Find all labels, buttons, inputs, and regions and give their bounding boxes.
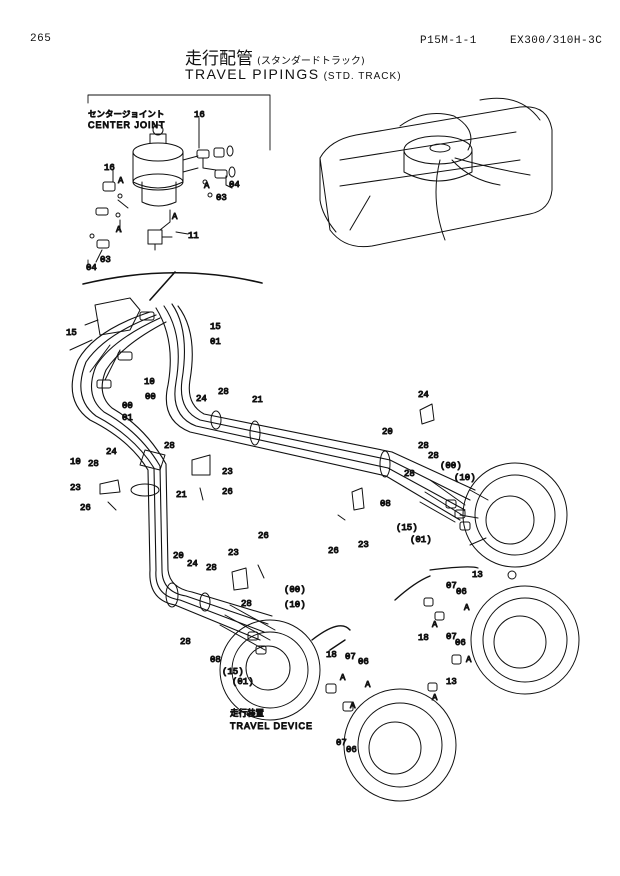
callout-paren-01: (01) — [232, 677, 254, 687]
callout-03: 03 — [100, 255, 111, 265]
callout-21: 21 — [252, 395, 263, 405]
callout-28: 28 — [218, 387, 229, 397]
callout-08: 08 — [380, 499, 391, 509]
callout-a: A — [350, 701, 356, 711]
callout-26: 26 — [328, 546, 339, 556]
callout-a: A — [466, 655, 472, 665]
callout-15: 15 — [66, 328, 77, 338]
callout-24: 24 — [418, 390, 429, 400]
callout-a: A — [464, 603, 470, 613]
callout-paren-10: (10) — [284, 600, 306, 610]
mount-brackets — [99, 403, 435, 591]
callout-28: 28 — [241, 599, 252, 609]
motor-port-fittings — [219, 479, 517, 712]
callout-26: 26 — [258, 531, 269, 541]
callout-a: A — [365, 680, 371, 690]
callout-03: 03 — [216, 193, 227, 203]
callout-07: 07 — [446, 581, 457, 591]
callout-23: 23 — [358, 540, 369, 550]
page-number: 265 — [30, 33, 52, 45]
callout-a: A — [204, 181, 210, 191]
model-number: EX300/310H-3C — [510, 35, 603, 47]
hose-bundle — [71, 303, 476, 641]
callout-16: 16 — [104, 163, 115, 173]
callout-20: 20 — [173, 551, 184, 561]
callout-04: 04 — [86, 263, 97, 273]
callout-06: 06 — [346, 745, 357, 755]
callout-paren-01: (01) — [410, 535, 432, 545]
center-joint-label: CENTER JOINT — [88, 120, 166, 130]
travel-device-label-jp: 走行装置 — [230, 708, 265, 719]
callout-paren-15: (15) — [222, 667, 244, 677]
callout-15: 15 — [210, 322, 221, 332]
callout-28: 28 — [428, 451, 439, 461]
callout-26: 26 — [222, 487, 233, 497]
callout-a: A — [432, 620, 438, 630]
callout-28: 28 — [164, 441, 175, 451]
title-en-main: TRAVEL PIPINGS — [185, 66, 320, 82]
callout-07: 07 — [336, 738, 347, 748]
callout-23: 23 — [70, 483, 81, 493]
callout-paren-00: (00) — [284, 585, 306, 595]
callout-23: 23 — [228, 548, 239, 558]
callout-28: 28 — [404, 469, 415, 479]
callout-paren-15: (15) — [396, 523, 418, 533]
pipe-clamps — [130, 410, 391, 612]
callout-26: 26 — [80, 503, 91, 513]
travel-device-bottom — [343, 688, 457, 802]
callout-20: 20 — [382, 427, 393, 437]
travel-device-label: TRAVEL DEVICE — [230, 721, 313, 731]
callout-13: 13 — [472, 570, 483, 580]
callout-28: 28 — [418, 441, 429, 451]
callout-a: A — [116, 225, 122, 235]
swivel-joint-fittings — [69, 297, 155, 389]
page-title: TRAVEL PIPINGS(STD. TRACK) — [185, 66, 402, 82]
callout-paren-10: (10) — [454, 473, 476, 483]
callout-00: 00 — [122, 401, 133, 411]
callout-10: 10 — [144, 377, 155, 387]
callout-a: A — [118, 176, 124, 186]
callout-13: 13 — [446, 677, 457, 687]
callout-21: 21 — [176, 490, 187, 500]
callout-11: 11 — [188, 231, 199, 241]
callout-08: 08 — [210, 655, 221, 665]
callout-06: 06 — [456, 587, 467, 597]
page-title-japanese: 走行配管 (スタンダードトラック) — [185, 44, 365, 69]
callout-28: 28 — [88, 459, 99, 469]
travel-device-left — [219, 619, 321, 721]
title-en-subtitle: (STD. TRACK) — [323, 71, 402, 82]
callout-01: 01 — [210, 337, 221, 347]
title-jp-subtitle: (スタンダードトラック) — [257, 56, 365, 67]
reference-code: P15M-1-1 — [420, 35, 477, 47]
center-joint-label-jp: センタージョイント — [88, 110, 164, 120]
travel-device-right-lower — [470, 585, 580, 695]
callout-06: 06 — [455, 638, 466, 648]
callout-18: 18 — [418, 633, 429, 643]
machine-outline — [319, 97, 553, 248]
callout-04: 04 — [229, 180, 240, 190]
callout-a: A — [432, 693, 438, 703]
center-joint-inset — [82, 94, 271, 301]
callout-07: 07 — [345, 652, 356, 662]
callout-24: 24 — [106, 447, 117, 457]
callout-a: A — [172, 212, 178, 222]
callout-24: 24 — [187, 559, 198, 569]
callout-18: 18 — [326, 650, 337, 660]
callout-00: 00 — [145, 392, 156, 402]
callout-paren-00: (00) — [440, 461, 462, 471]
travel-device-right-upper — [459, 462, 568, 568]
callout-23: 23 — [222, 467, 233, 477]
callout-28: 28 — [206, 563, 217, 573]
callout-16: 16 — [194, 110, 205, 120]
callout-06: 06 — [358, 657, 369, 667]
callout-28: 28 — [180, 637, 191, 647]
callout-24: 24 — [196, 394, 207, 404]
callout-a: A — [340, 673, 346, 683]
title-jp-main: 走行配管 — [185, 49, 253, 69]
callout-07: 07 — [446, 632, 457, 642]
callout-10: 10 — [70, 457, 81, 467]
callout-01: 01 — [122, 413, 133, 423]
